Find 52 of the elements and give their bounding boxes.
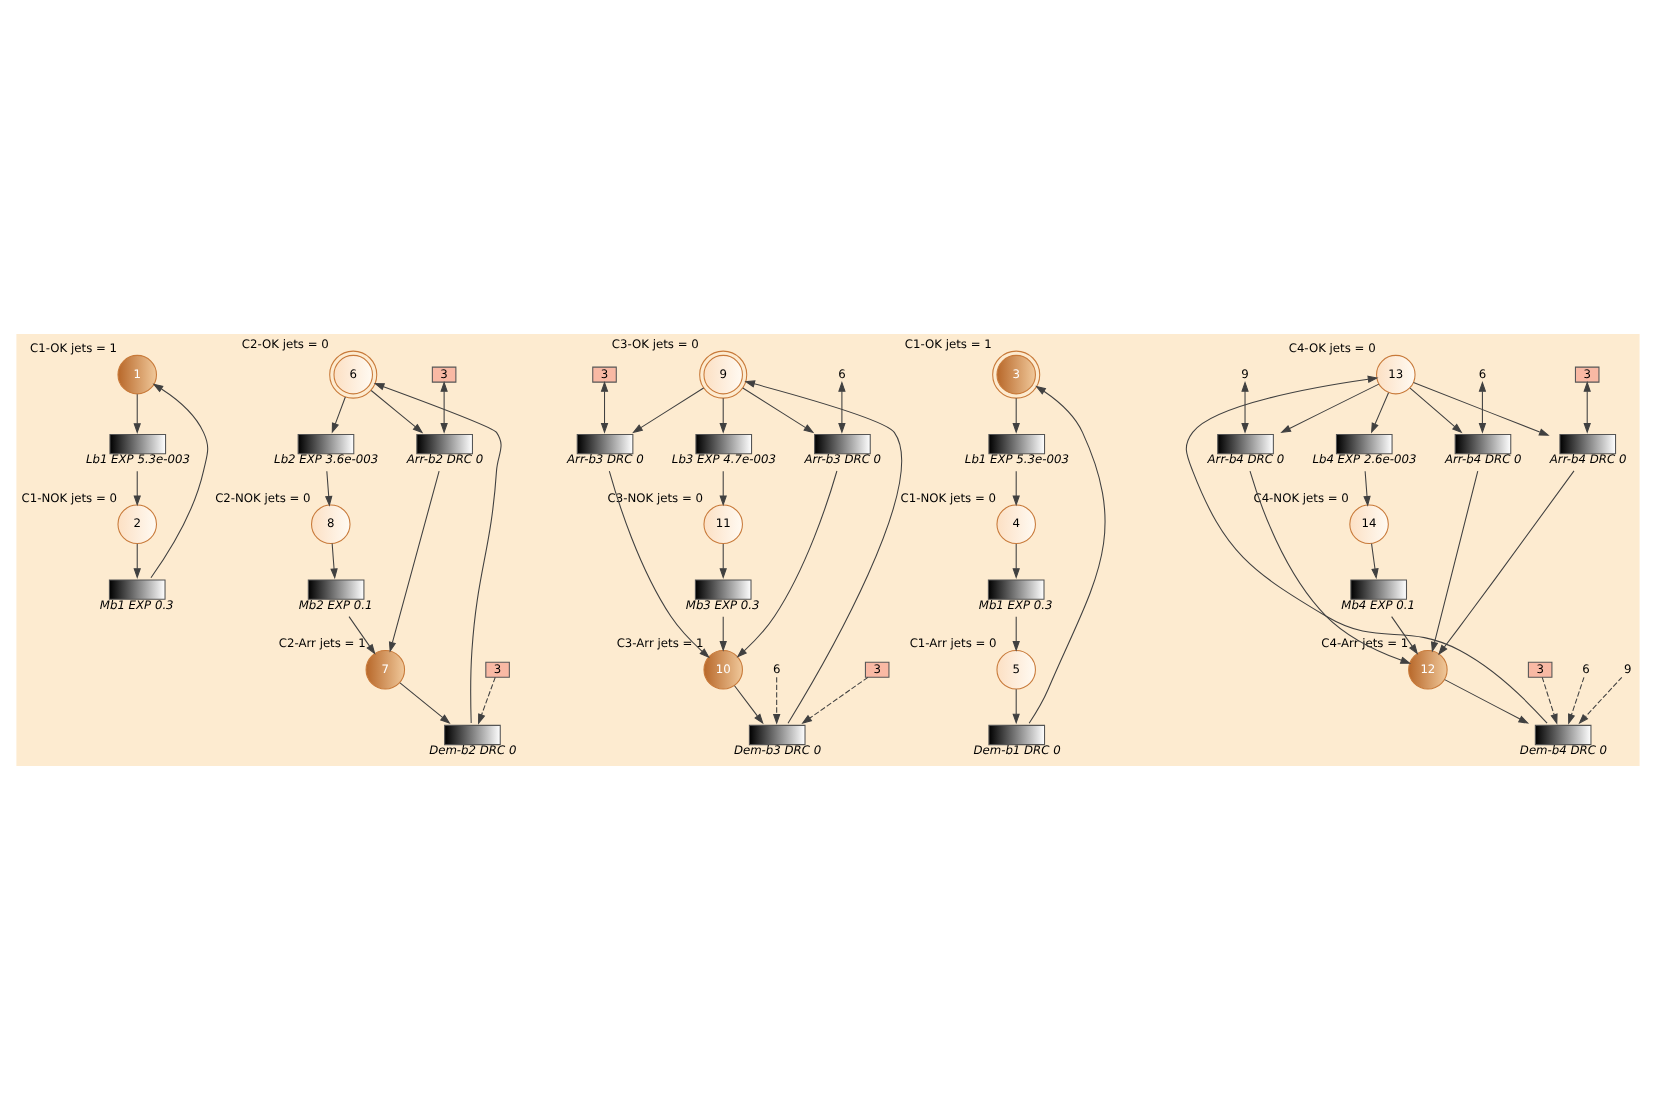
- arrow: [734, 684, 764, 724]
- arrow: [1363, 469, 1371, 506]
- arrow: [742, 386, 815, 433]
- arrow: [440, 380, 448, 433]
- arrow: [608, 469, 710, 658]
- arrow: [370, 388, 424, 433]
- arrow: [1280, 382, 1380, 433]
- arrow: [1371, 391, 1390, 433]
- arrow: [744, 379, 902, 723]
- arrow: [1391, 615, 1419, 654]
- arrow: [330, 542, 338, 579]
- arrow: [1409, 386, 1463, 433]
- arrow: [719, 542, 727, 578]
- arrow: [1371, 542, 1379, 579]
- arrow: [1578, 675, 1623, 724]
- arrow: [1430, 469, 1479, 652]
- arrow: [399, 681, 451, 723]
- arrow: [719, 396, 727, 433]
- arrow: [719, 615, 727, 651]
- arrow: [801, 675, 869, 724]
- arrow: [1541, 675, 1558, 724]
- arrow: [1444, 678, 1530, 723]
- arrow: [331, 395, 346, 433]
- arrow: [1185, 374, 1548, 723]
- arrow: [133, 542, 141, 578]
- arrow: [324, 469, 333, 506]
- arrow: [1478, 380, 1487, 433]
- arrow: [600, 380, 609, 433]
- arrow: [736, 469, 838, 657]
- arrow: [1412, 381, 1550, 435]
- arrow: [772, 675, 781, 724]
- arrow: [1012, 615, 1020, 651]
- arrow: [133, 469, 141, 506]
- arrow: [1012, 396, 1020, 433]
- arrow: [1028, 384, 1106, 723]
- arrow: [1012, 469, 1020, 506]
- arrow: [719, 469, 727, 506]
- arrow: [1012, 687, 1020, 724]
- arrow: [1568, 675, 1585, 724]
- arrow: [373, 382, 502, 723]
- arrow: [133, 392, 141, 433]
- arrow: [150, 382, 209, 578]
- arrow: [348, 615, 376, 654]
- arrow: [838, 380, 846, 433]
- arrow: [1249, 469, 1412, 663]
- arrow: [1012, 542, 1020, 578]
- arrow: [478, 675, 496, 724]
- arrow: [388, 469, 440, 652]
- arrow: [1438, 469, 1575, 655]
- arrow: [632, 386, 705, 433]
- arrow: [1241, 380, 1249, 433]
- arrow: [1583, 380, 1591, 433]
